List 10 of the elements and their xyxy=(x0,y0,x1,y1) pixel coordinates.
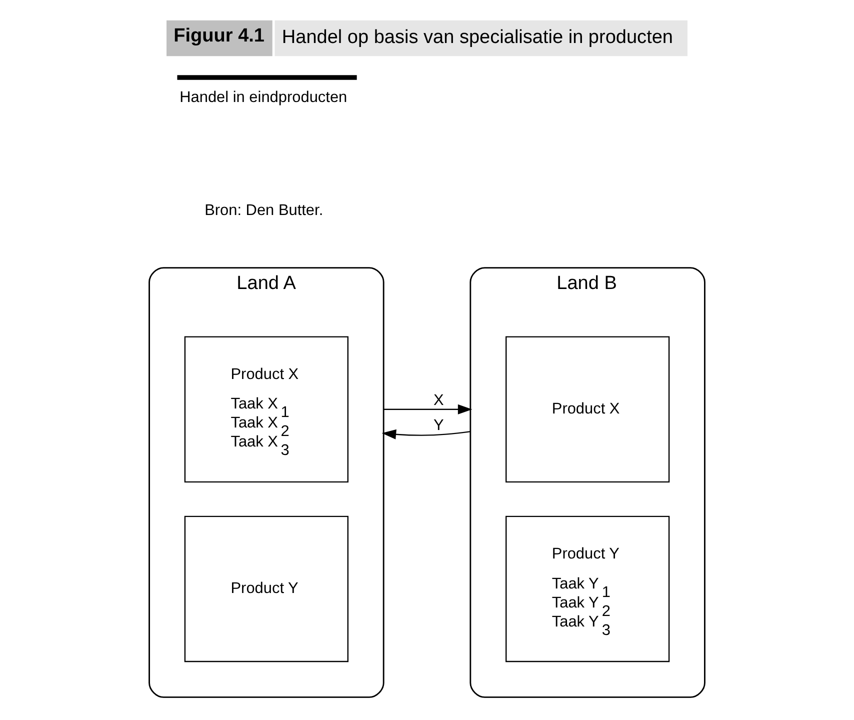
diagram-title: Handel op basis van specialisatie in producten xyxy=(282,26,674,48)
arrow xyxy=(382,429,470,440)
edge-label: Y xyxy=(434,417,444,434)
arrow xyxy=(384,404,472,414)
caption: Bron: Den Butter. xyxy=(204,202,324,219)
node-box: Product X xyxy=(506,336,670,483)
label: Figuur 4.1 xyxy=(174,26,265,47)
edge-label: X xyxy=(434,392,444,410)
node-box: Product Y xyxy=(184,516,348,662)
legend-label: Handel in eindproducten xyxy=(180,88,348,106)
